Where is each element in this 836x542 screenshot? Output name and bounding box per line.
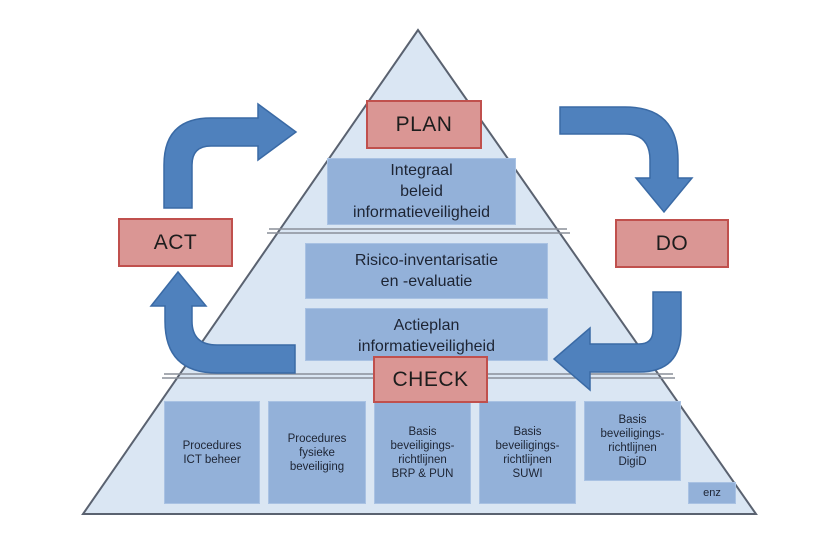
base-box-brp-pun: Basis beveiligings- richtlijnen BRP & PU… bbox=[374, 401, 471, 504]
label-do-text: DO bbox=[655, 231, 689, 255]
label-check: CHECK bbox=[373, 356, 488, 403]
tier-top-policy-label: Integraal beleid informatieveiligheid bbox=[353, 162, 490, 221]
tier-middle-action-plan: Actieplan informatieveiligheid bbox=[305, 308, 548, 361]
tier-top-policy: Integraal beleid informatieveiligheid bbox=[327, 158, 516, 225]
base-box-physical-security: Procedures fysieke beveiliging bbox=[268, 401, 366, 504]
base-box-ict-procedures-label: Procedures ICT beheer bbox=[182, 439, 242, 466]
base-box-digid-label: Basis beveiligings- richtlijnen DigiD bbox=[600, 414, 665, 468]
label-plan-text: PLAN bbox=[395, 112, 453, 136]
base-box-suwi: Basis beveiligings- richtlijnen SUWI bbox=[479, 401, 576, 504]
tier-middle-risk-assessment-label: Risico-inventarisatie en -evaluatie bbox=[354, 252, 499, 290]
label-plan: PLAN bbox=[366, 100, 482, 149]
base-box-suwi-label: Basis beveiligings- richtlijnen SUWI bbox=[495, 425, 560, 480]
label-do: DO bbox=[615, 219, 729, 268]
arrow-check-to-act bbox=[149, 270, 296, 374]
arrow-do-to-check bbox=[552, 291, 682, 392]
base-box-brp-pun-label: Basis beveiligings- richtlijnen BRP & PU… bbox=[390, 425, 455, 480]
tier-divider-upper bbox=[267, 228, 570, 234]
label-act-text: ACT bbox=[153, 230, 198, 254]
base-box-etc: enz bbox=[688, 482, 736, 504]
base-box-physical-security-label: Procedures fysieke beveiliging bbox=[287, 432, 347, 473]
base-box-etc-label: enz bbox=[703, 487, 721, 499]
arrow-plan-to-do bbox=[559, 106, 694, 214]
tier-middle-risk-assessment: Risico-inventarisatie en -evaluatie bbox=[305, 243, 548, 299]
label-act: ACT bbox=[118, 218, 233, 267]
arrow-act-to-plan bbox=[163, 102, 298, 209]
tier-middle-action-plan-label: Actieplan informatieveiligheid bbox=[358, 317, 495, 355]
base-box-digid: Basis beveiligings- richtlijnen DigiD bbox=[584, 401, 681, 481]
base-box-ict-procedures: Procedures ICT beheer bbox=[164, 401, 260, 504]
label-check-text: CHECK bbox=[392, 367, 469, 391]
